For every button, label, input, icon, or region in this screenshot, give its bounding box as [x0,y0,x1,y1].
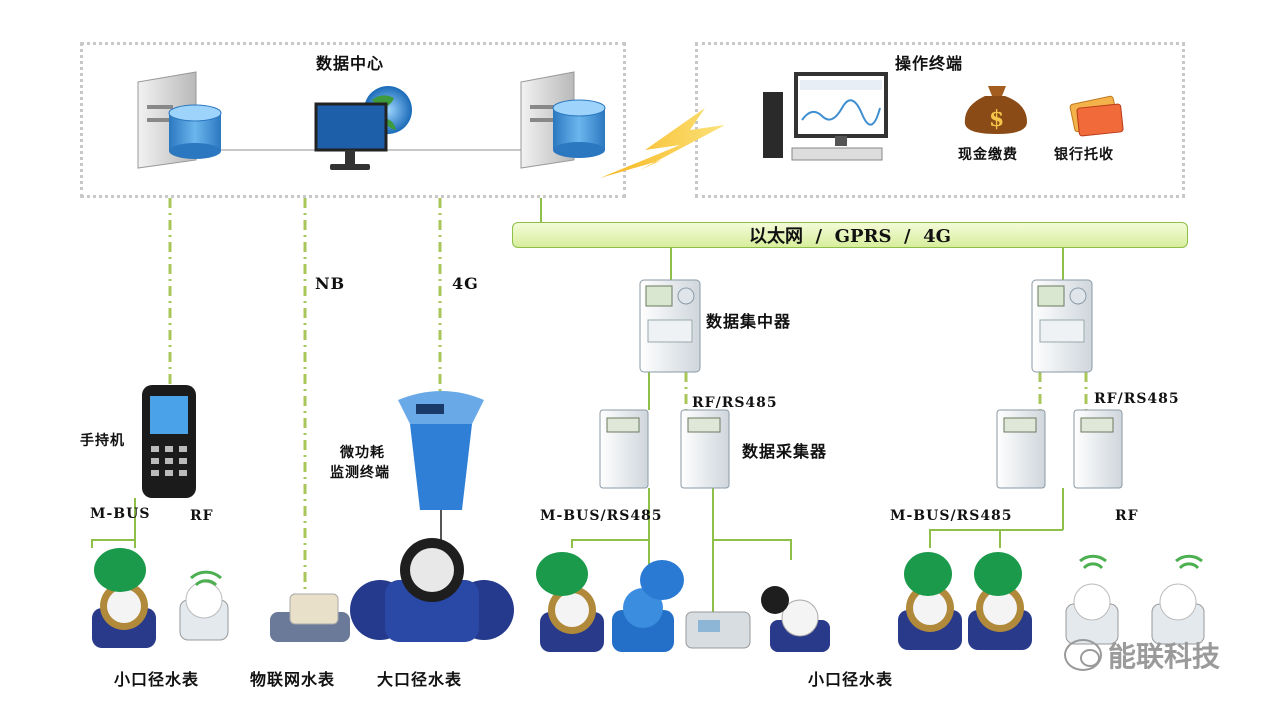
handheld-label: 手持机 [80,433,125,449]
operator-terminal-title: 操作终端 [895,54,964,73]
low-power-terminal-label-1: 微功耗 [340,445,385,461]
mbus-rs485-label: M-BUS/RS485 [540,508,663,524]
server-icon [521,72,605,168]
cash-payment-label: 现金缴费 [958,147,1018,163]
concentrator-label: 数据集中器 [706,312,792,331]
bank-collection-label: 银行托收 [1054,147,1114,163]
watermark: 能联科技 [1064,635,1220,675]
watermark-text: 能联科技 [1108,640,1221,673]
monitor-globe-icon [316,86,412,170]
low-power-terminal-label-2: 监测终端 [330,465,390,481]
network-bus: 以太网 / GPRS / 4G [512,222,1188,248]
rf-rs485-label: RF/RS485 [692,395,778,411]
rf-rs485-label: RF/RS485 [1094,391,1180,407]
data-center-box [80,42,626,198]
money-bag-icon [965,86,1027,134]
small-meter-label: 小口径水表 [808,670,894,689]
4g-link-label: 4G [452,274,479,293]
iot-meter-label: 物联网水表 [250,670,336,689]
mbus-label: M-BUS [90,506,151,522]
lightning-icon [600,108,725,178]
server-icon [138,72,222,168]
mbus-rs485-label: M-BUS/RS485 [890,508,1013,524]
rf-label: RF [1115,508,1139,524]
wechat-icon [1064,639,1102,671]
credit-card-icon [1070,96,1126,136]
network-bus-label: 以太网 / GPRS / 4G [748,226,952,247]
data-center-title: 数据中心 [316,54,385,73]
large-meter-label: 大口径水表 [377,670,463,689]
small-meter-label: 小口径水表 [114,670,200,689]
desktop-pc-icon [763,74,886,160]
collector-label: 数据采集器 [742,442,828,461]
svg-text:$: $ [989,106,1004,132]
rf-label: RF [190,508,214,524]
nb-link-label: NB [315,274,346,293]
